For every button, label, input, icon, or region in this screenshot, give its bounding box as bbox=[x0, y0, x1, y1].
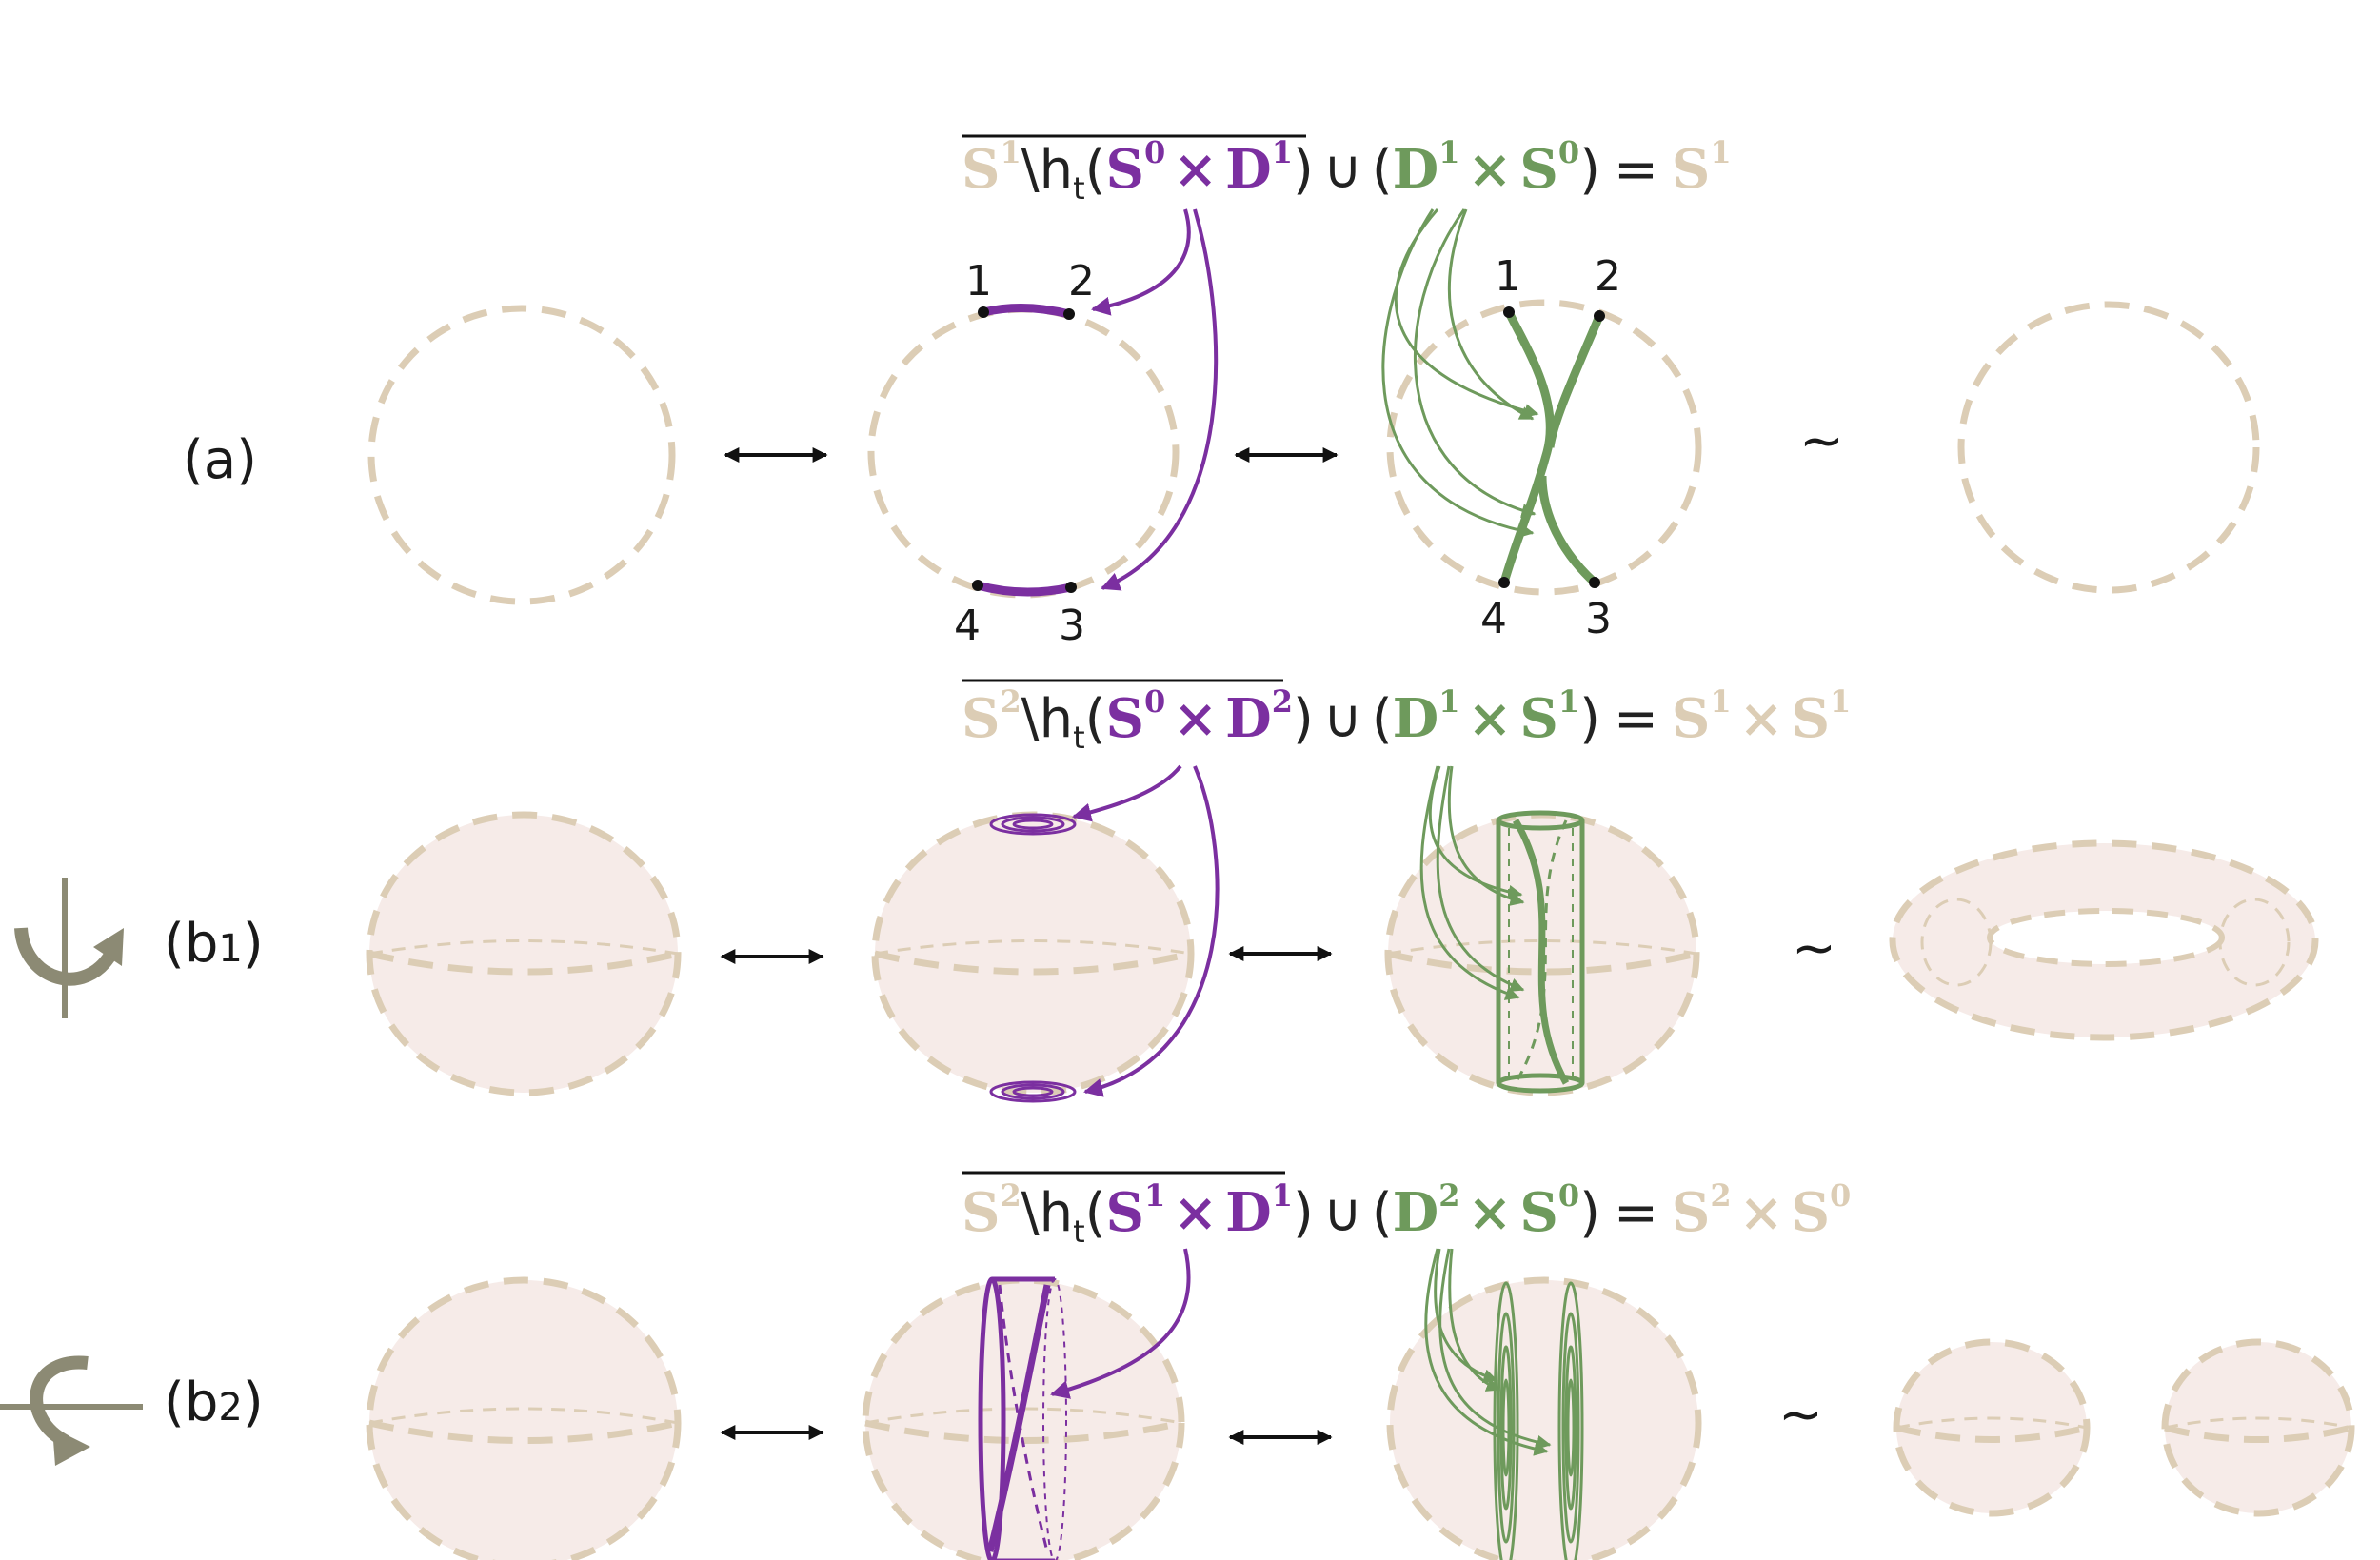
sphere-with-removed-discs bbox=[871, 764, 1220, 1103]
row-label-b2: (b2) bbox=[164, 1372, 264, 1433]
pointer-arrow bbox=[1091, 208, 1191, 316]
equation-row-a: S1\ht(S0×D1)∪(D1×S0)=S1 bbox=[962, 134, 1732, 207]
point-2 bbox=[1063, 308, 1075, 320]
point-label: 2 bbox=[1068, 257, 1095, 306]
rotate-around-vertical-axis-icon bbox=[14, 878, 124, 1018]
circle-s1 bbox=[367, 305, 676, 605]
equation-row-b1: S2\ht(S0×D2)∪(D1×S1)=S1×S1 bbox=[962, 679, 1851, 756]
sphere-with-removed-cylinder bbox=[862, 1248, 1191, 1560]
point-label: 1 bbox=[965, 257, 992, 306]
svg-text:S2\ht(S1×D1)∪(D2×S0)=S2×S0: S2\ht(S1×D1)∪(D2×S0)=S2×S0 bbox=[962, 1177, 1851, 1250]
point-4 bbox=[972, 580, 983, 591]
svg-text:S2\ht(S0×D2)∪(D1×S1)=S1×S1: S2\ht(S0×D2)∪(D1×S1)=S1×S1 bbox=[962, 683, 1851, 756]
sphere-with-added-discs bbox=[1386, 1248, 1702, 1560]
sphere-with-added-cylinder bbox=[1384, 765, 1700, 1096]
removed-arc-bottom bbox=[976, 581, 1072, 597]
point-label: 2 bbox=[1595, 252, 1621, 301]
removed-disc-top bbox=[989, 813, 1077, 836]
added-disc-right bbox=[1557, 1281, 1584, 1560]
row-a: S1\ht(S0×D1)∪(D1×S0)=S1 (a) 1 2 4 3 bbox=[183, 134, 2260, 650]
circle-with-added-strands: 1 2 4 3 bbox=[1381, 208, 1702, 643]
point-3 bbox=[1065, 582, 1077, 593]
row-label-b1: (b1) bbox=[164, 913, 264, 975]
point-label: 4 bbox=[1480, 595, 1507, 643]
equivalence-symbol: ~ bbox=[1792, 918, 1836, 979]
torus-result bbox=[1889, 839, 2319, 1041]
row-b2: S2\ht(S1×D1)∪(D2×S0)=S2×S0 (b2) bbox=[0, 1171, 2355, 1560]
point-label: 3 bbox=[1059, 602, 1085, 650]
circle-result bbox=[1957, 301, 2260, 594]
two-spheres-result bbox=[1893, 1338, 2355, 1517]
equation-text: S1\ht(S0×D1)∪(D1×S0)=S1 bbox=[962, 134, 1732, 207]
added-cylinder bbox=[1496, 810, 1585, 1094]
removed-arc-top bbox=[982, 304, 1071, 319]
point-label: 4 bbox=[954, 602, 981, 650]
equivalence-symbol: ~ bbox=[1778, 1384, 1823, 1446]
sphere-s2 bbox=[366, 811, 682, 1096]
point-label: 1 bbox=[1495, 252, 1521, 301]
row-b1: S2\ht(S0×D2)∪(D1×S1)=S1×S1 (b1) bbox=[14, 679, 2319, 1103]
circle-with-removed-arcs: 1 2 4 3 bbox=[867, 208, 1219, 650]
removed-cylinder bbox=[978, 1276, 1067, 1560]
pointer-arrow bbox=[1101, 208, 1219, 591]
equivalence-symbol: ~ bbox=[1799, 410, 1844, 472]
row-label-a: (a) bbox=[183, 429, 257, 491]
point-label: 3 bbox=[1585, 595, 1612, 643]
removed-disc-bottom bbox=[989, 1080, 1077, 1103]
added-strand bbox=[1499, 310, 1555, 584]
rotate-around-horizontal-axis-icon bbox=[0, 1355, 143, 1466]
added-strand bbox=[1537, 314, 1604, 586]
point-1 bbox=[978, 306, 989, 318]
sphere-s2 bbox=[366, 1276, 682, 1560]
equation-row-b2: S2\ht(S1×D1)∪(D2×S0)=S2×S0 bbox=[962, 1171, 1851, 1250]
